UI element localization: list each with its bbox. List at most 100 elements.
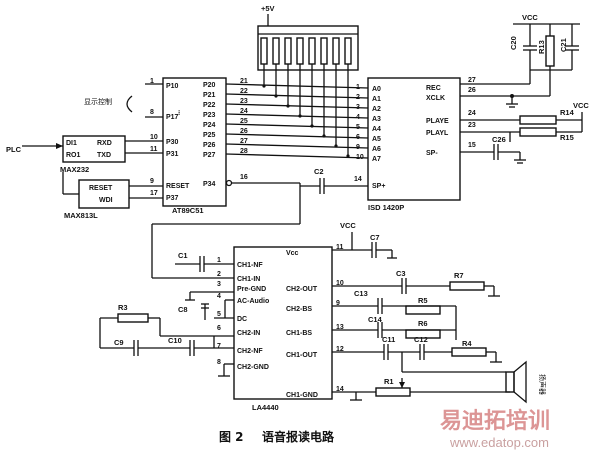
amp-pin-label: CH1-OUT	[286, 352, 318, 359]
bus-pin-number: 23	[240, 98, 248, 105]
pullup-resistor	[296, 37, 304, 65]
isd-address-pin: A5	[372, 136, 381, 143]
r1-label: R1	[384, 377, 394, 386]
display-control-label: 显示控制	[84, 97, 112, 106]
amp-pin-label: DC	[237, 316, 247, 323]
junction-dot	[274, 94, 278, 98]
bus-pin-number: 27	[240, 138, 248, 145]
c9-label: C9	[114, 338, 124, 347]
mcu-pin-number: 9	[150, 178, 154, 185]
amp-la4440: LA4440 CH1-NF1CH1-IN2Pre-GND3AC-Audio4DC…	[217, 244, 344, 412]
isd-pin-number: 24	[468, 110, 476, 117]
max813-name: MAX813L	[64, 211, 98, 220]
isd-control-pin: XCLK	[426, 95, 445, 102]
bus-line	[225, 83, 369, 89]
isd-address-pin: A0	[372, 86, 381, 93]
amp-pin-label: CH1-IN	[237, 276, 260, 283]
pullup-resistor	[272, 37, 280, 65]
mcu-name: AT89C51	[172, 206, 204, 215]
mcu-port-label: P24	[203, 122, 216, 129]
amp-pin-label: CH2-NF	[237, 348, 263, 355]
isd-pin-number: 23	[468, 122, 476, 129]
isd-pin-number: 9	[356, 144, 360, 151]
isd-power-network: VCC C20 R13 C21	[460, 13, 580, 108]
pullup-resistor	[344, 37, 352, 65]
isd-pin-14: 14	[354, 176, 362, 183]
mcu-pin-number: 10	[150, 134, 158, 141]
r15-label: R15	[560, 133, 574, 142]
isd-name: ISD 1420P	[368, 203, 404, 212]
figure-number: 图 2	[219, 430, 244, 444]
amp-pin-number: 7	[217, 343, 221, 350]
plc-label: PLC	[6, 145, 22, 154]
isd-pin-number: 1	[356, 84, 360, 91]
isd-control-pin: REC	[426, 85, 441, 92]
isd-address-pin: A4	[372, 126, 381, 133]
r3-label: R3	[118, 303, 128, 312]
c2-coupling: 16 C2	[151, 167, 368, 279]
c14-label: C14	[368, 315, 383, 324]
c26-label: C26	[492, 135, 506, 144]
mcu-pin-number: 8	[150, 109, 154, 116]
amp-pin-number: 1	[217, 257, 221, 264]
junction-dot	[310, 124, 314, 128]
amp-pin-label: AC-Audio	[237, 298, 269, 305]
c13-label: C13	[354, 289, 368, 298]
max813-wdi: WDI	[99, 197, 113, 204]
r14-label: R14	[560, 108, 575, 117]
mcu-pin-number: 11	[150, 146, 158, 153]
amp-pin-number: 9	[336, 300, 340, 307]
pullup-resistor	[260, 37, 268, 65]
mcu-pin-label: P17	[166, 114, 179, 121]
bus-line	[225, 143, 369, 149]
mcu-pin-label: P37	[166, 195, 179, 202]
c1-label: C1	[178, 251, 188, 260]
bus-line	[225, 103, 369, 109]
c3-label: C3	[396, 269, 406, 278]
mcu-pin-label: RESET	[166, 183, 190, 190]
max232-di1: DI1	[66, 140, 77, 147]
mcu-pin-number: 1	[150, 78, 154, 85]
amp-name: LA4440	[252, 403, 279, 412]
junction-dot	[286, 104, 290, 108]
bus-pin-number: 26	[240, 128, 248, 135]
c7-label: C7	[370, 233, 380, 242]
r5-label: R5	[418, 296, 428, 305]
isd-address-pin: A2	[372, 106, 381, 113]
amp-right-peripherals: VCC C7 C3 R7 C13 R5 C14 R6	[332, 221, 547, 404]
amp-pin-number: 4	[217, 293, 221, 300]
isd-address-pin: A3	[372, 116, 381, 123]
isd-control-pin: SP-	[426, 150, 438, 157]
mcu-port-label: P22	[203, 102, 216, 109]
isd-address-pin: A7	[372, 156, 381, 163]
watermark-url: www.edatop.com	[449, 435, 549, 450]
mcu-port-label: P27	[203, 152, 216, 159]
mcu-at89c51: AT89C51 显示控制 ⁝ P101P178P3010P3111RESET9P…	[84, 77, 248, 215]
pullup-resistor	[320, 37, 328, 65]
isd-pin-number: 5	[356, 124, 360, 131]
amp-pin-number: 12	[336, 346, 344, 353]
r4-label: R4	[462, 339, 472, 348]
amp-pin-label: Pre-GND	[237, 286, 266, 293]
p5v-label: +5V	[261, 4, 275, 13]
vcc-top-label: VCC	[522, 13, 538, 22]
bus-pin-number: 21	[240, 78, 248, 85]
isd-pin-number: 4	[356, 114, 360, 121]
c8-label: C8	[178, 305, 188, 314]
mcu-port-label: P25	[203, 132, 216, 139]
amp-pin-number: 13	[336, 324, 344, 331]
amp-pin-label: CH2-GND	[237, 364, 269, 371]
amp-pin-number: 14	[336, 386, 344, 393]
isd-pin-number: 6	[356, 134, 360, 141]
amp-pin-number: 10	[336, 280, 344, 287]
amp-pin-number: 2	[217, 271, 221, 278]
isd-pin-number: 27	[468, 77, 476, 84]
mcu-p34-pin-16: 16	[240, 174, 248, 181]
pullup-resistor-network: +5V	[257, 4, 359, 71]
amp-pin-number: 6	[217, 325, 221, 332]
bus-line	[225, 123, 369, 129]
isd-control-pin: PLAYL	[426, 130, 449, 137]
isd-pin-number: 2	[356, 94, 360, 101]
